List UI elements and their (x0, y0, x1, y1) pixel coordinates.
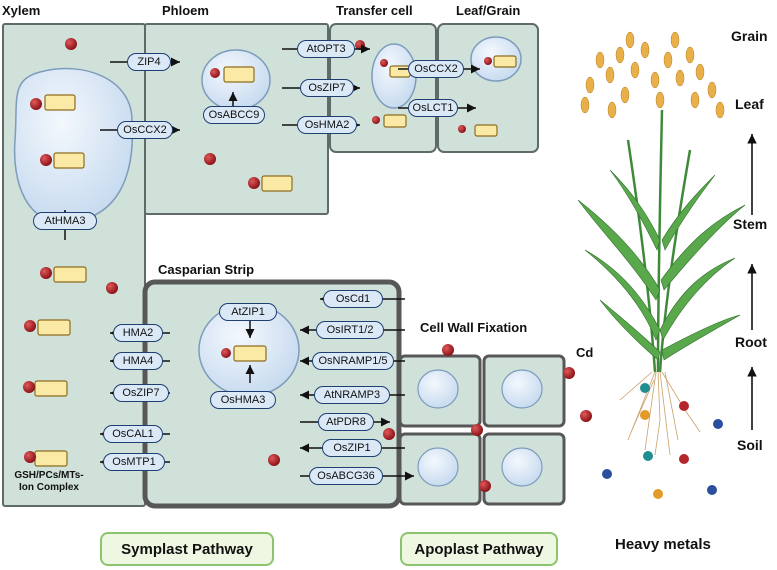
cd-label: Cd (576, 345, 594, 360)
rice-plant-illustration (577, 31, 746, 456)
oscal1-transporter: OsCAL1 (103, 425, 163, 443)
zip4-transporter: ZIP4 (127, 53, 171, 71)
soil-label: Soil (737, 437, 763, 453)
cell-wall-fixation-header: Cell Wall Fixation (420, 320, 528, 335)
oszip7-transporter: OsZIP7 (300, 79, 354, 97)
osccx2-leaf-transporter: OsCCX2 (408, 60, 464, 78)
transfer-cell-header: Transfer cell (336, 3, 413, 18)
leaf-label: Leaf (735, 96, 764, 112)
phloem-header: Phloem (162, 3, 209, 18)
root-label: Root (735, 334, 767, 350)
xylem-header: Xylem (2, 3, 41, 18)
ion-complex-boxes (34, 55, 517, 467)
oslct1-transporter: OsLCT1 (408, 99, 458, 117)
stem-label: Stem (733, 216, 768, 232)
oszip1-transporter: OsZIP1 (322, 439, 382, 457)
leaf-grain-header: Leaf/Grain (456, 3, 521, 18)
oscd1-transporter: OsCd1 (323, 290, 383, 308)
apoplast-pathway-label: Apoplast Pathway (400, 532, 558, 566)
xylem-vacuole (13, 67, 134, 224)
heavy-metals-label: Heavy metals (615, 536, 711, 553)
osccx2-transporter: OsCCX2 (117, 121, 173, 139)
hma4-transporter: HMA4 (113, 352, 163, 370)
osabcg36-transporter: OsABCG36 (309, 467, 383, 485)
osirt12-transporter: OsIRT1/2 (316, 321, 384, 339)
oshma3-transporter: OsHMA3 (210, 391, 276, 409)
atpdr8-transporter: AtPDR8 (318, 413, 374, 431)
atnramp3-transporter: AtNRAMP3 (314, 386, 390, 404)
osabcc9-transporter: OsABCC9 (203, 106, 265, 124)
symplast-pathway-label: Symplast Pathway (100, 532, 274, 566)
athma3-transporter: AtHMA3 (33, 212, 97, 230)
casparian-strip-header: Casparian Strip (158, 262, 255, 277)
oshma2-transporter: OsHMA2 (297, 116, 357, 134)
ion-complex-label: GSH/PCs/MTs- Ion Complex (14, 470, 84, 493)
grain-label: Grain (731, 28, 768, 44)
oszip7-left-transporter: OsZIP7 (113, 384, 169, 402)
hma2-transporter: HMA2 (113, 324, 163, 342)
atopt3-transporter: AtOPT3 (297, 40, 355, 58)
heavy-metal-balls (602, 383, 723, 499)
osnramp15-transporter: OsNRAMP1/5 (312, 352, 394, 370)
cd-ions (23, 38, 592, 492)
osmtp1-transporter: OsMTP1 (103, 453, 165, 471)
atzip1-transporter: AtZIP1 (219, 303, 277, 321)
